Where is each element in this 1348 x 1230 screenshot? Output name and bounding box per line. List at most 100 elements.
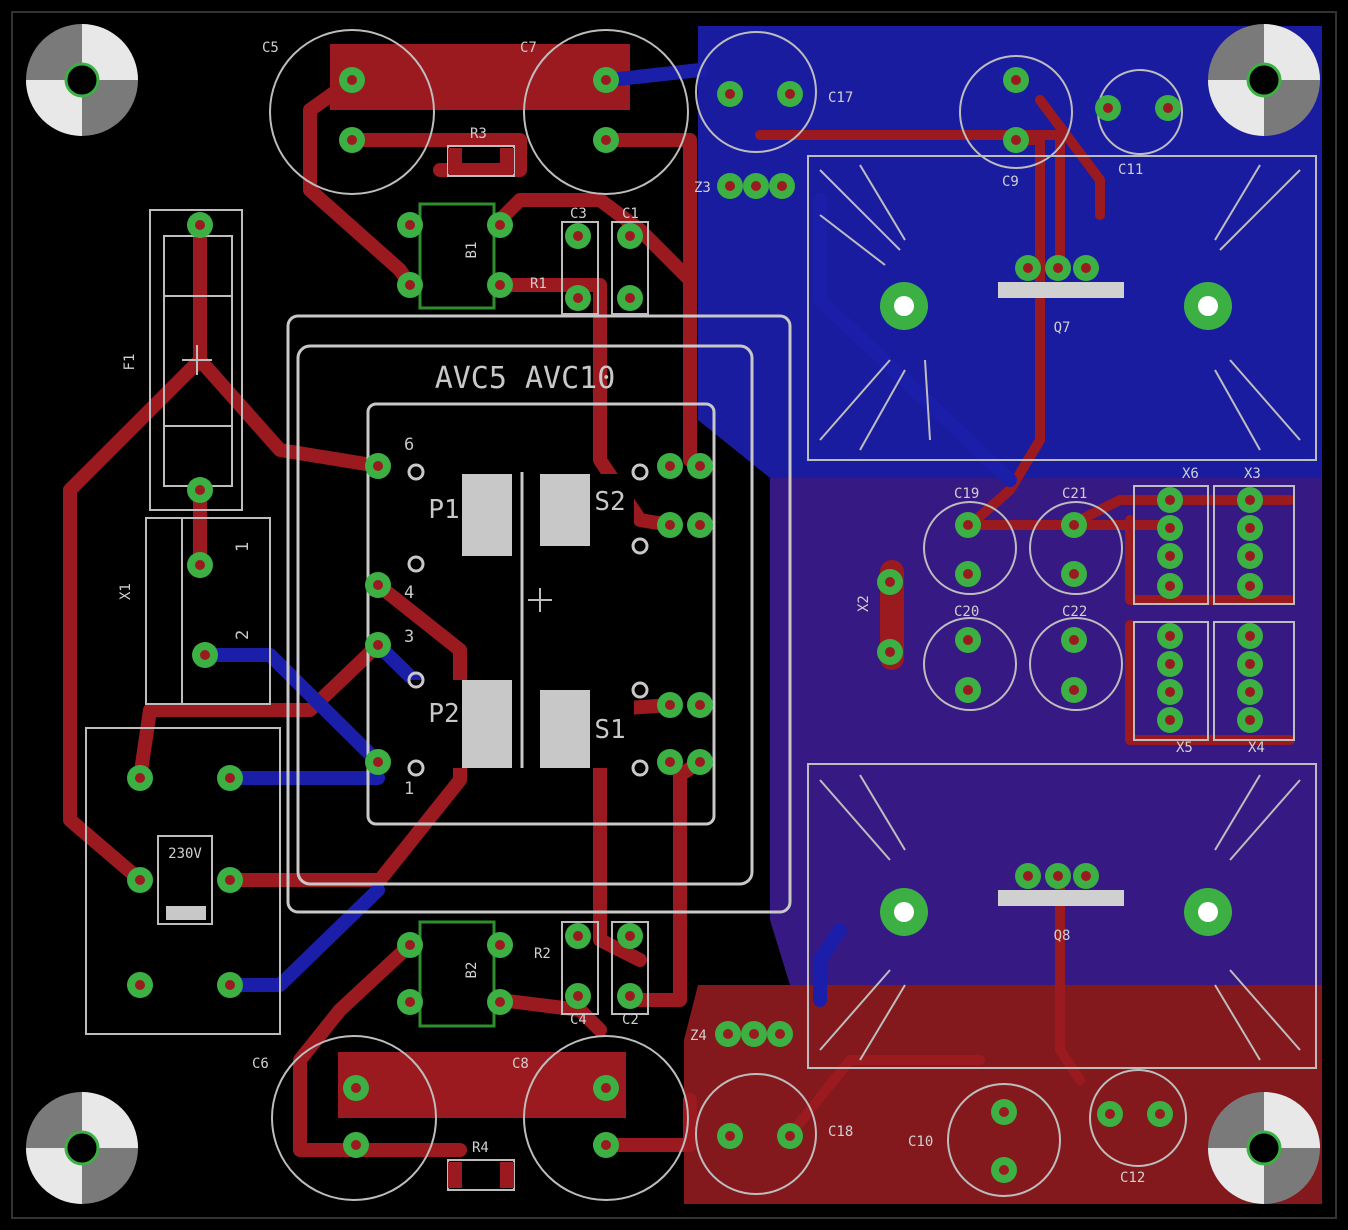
large-capacitors (269, 29, 1187, 1201)
pad-drill (885, 577, 895, 587)
pad-drill (725, 1131, 735, 1141)
transformer-title: AVC5 AVC10 (435, 361, 616, 396)
heatsink-mount-drill (1198, 296, 1218, 316)
label-c21: C21 (1062, 486, 1087, 502)
pad-drill (573, 293, 583, 303)
label-c12: C12 (1120, 1170, 1145, 1186)
x2-label: X2 (856, 595, 872, 612)
pad-drill (775, 1029, 785, 1039)
pad-drill (1245, 687, 1255, 697)
pad-drill (999, 1107, 1009, 1117)
pad-drill (1165, 495, 1175, 505)
pad-drill (1069, 569, 1079, 579)
resistor-bodies (447, 145, 515, 1191)
pad-drill (625, 931, 635, 941)
x1-pin-2: 2 (233, 630, 253, 640)
pad-drill (1103, 103, 1113, 113)
pad-drill (1069, 520, 1079, 530)
bridge-rectifiers: B1 B2 (418, 202, 496, 1028)
pin-label-6: 6 (404, 435, 414, 455)
pad-drill (495, 997, 505, 1007)
pad-drill (963, 635, 973, 645)
pad-drill (1165, 687, 1175, 697)
pad-drill (1011, 135, 1021, 145)
pad-drill (351, 1083, 361, 1093)
x4-label: X4 (1248, 740, 1265, 756)
pin-label-1: 1 (404, 779, 414, 799)
winding-p2: P2 (428, 699, 459, 729)
pad-drill (785, 89, 795, 99)
label-r3: R3 (470, 126, 487, 142)
pad-drill (225, 773, 235, 783)
pad-drill (405, 220, 415, 230)
pin-label-4: 4 (404, 583, 414, 603)
pad-drill (1105, 1109, 1115, 1119)
label-c5: C5 (262, 40, 279, 56)
pad-drill (135, 875, 145, 885)
pad-drill (963, 520, 973, 530)
pad-drill (405, 940, 415, 950)
x6-label: X6 (1182, 466, 1199, 482)
pad-drill (195, 485, 205, 495)
pad-drill (135, 980, 145, 990)
mounting-hole-top-left (26, 24, 138, 136)
pad-drill (373, 461, 383, 471)
fuse-label: F1 (122, 354, 138, 371)
pad-drill (405, 997, 415, 1007)
pad-drill (625, 991, 635, 1001)
mounting-hole-bottom-left (26, 1092, 138, 1204)
label-c22: C22 (1062, 604, 1087, 620)
pad-drill (1245, 495, 1255, 505)
b1-label: B1 (464, 242, 480, 259)
pad-drill (1245, 659, 1255, 669)
pad-drill (1245, 631, 1255, 641)
mounting-hole-top-right (1208, 24, 1320, 136)
q8-label: Q8 (1054, 928, 1071, 944)
label-z3: Z3 (694, 180, 711, 196)
pad-drill (195, 220, 205, 230)
pad-drill (723, 1029, 733, 1039)
label-c18: C18 (828, 1124, 853, 1140)
label-c11: C11 (1118, 162, 1143, 178)
x1-label: X1 (118, 583, 134, 600)
pad-drill (1053, 263, 1063, 273)
label-c4: C4 (570, 1012, 587, 1028)
pad-drill (1023, 871, 1033, 881)
pad-drill (195, 560, 205, 570)
pad-drill (963, 685, 973, 695)
pad-drill (785, 1131, 795, 1141)
pad-drill (225, 875, 235, 885)
pad-drill (695, 520, 705, 530)
pad-drill (405, 280, 415, 290)
pad-drill (1165, 581, 1175, 591)
pad-drill (625, 293, 635, 303)
pad-drill (1053, 871, 1063, 881)
pad-drill (725, 89, 735, 99)
winding-p1: P1 (428, 495, 459, 525)
pad-drill (1155, 1109, 1165, 1119)
pad-drill (373, 640, 383, 650)
q7-label: Q7 (1054, 320, 1071, 336)
heatsink-mount-drill (894, 902, 914, 922)
pad-drill (225, 980, 235, 990)
pin-label-3: 3 (404, 627, 414, 647)
pad-drill (885, 647, 895, 657)
pad-drill (495, 280, 505, 290)
x3-label: X3 (1244, 466, 1261, 482)
pad-drill (1081, 263, 1091, 273)
x5-label: X5 (1176, 740, 1193, 756)
heatsinks (807, 155, 1317, 1069)
label-c8: C8 (512, 1056, 529, 1072)
pad-drill (625, 231, 635, 241)
pad-drill (665, 757, 675, 767)
pad-drill (1165, 715, 1175, 725)
top-copper-traces (63, 44, 1295, 1157)
pad-drill (1163, 103, 1173, 113)
label-c6: C6 (252, 1056, 269, 1072)
label-c1: C1 (622, 206, 639, 222)
pad-drill (601, 1140, 611, 1150)
pad-drill (573, 991, 583, 1001)
winding-s2: S2 (594, 487, 625, 517)
